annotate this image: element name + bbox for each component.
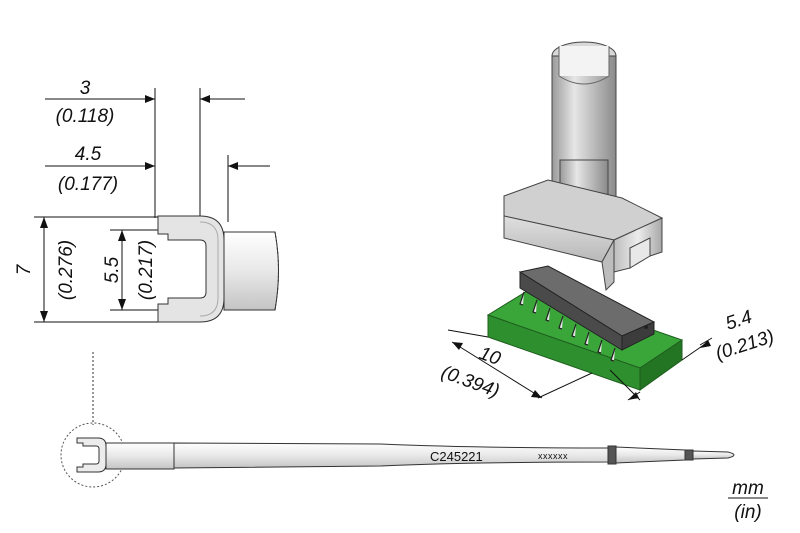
tip-profile xyxy=(157,215,279,323)
dimension-width-b: 4.5 (0.177) xyxy=(45,144,270,222)
height-outer-mm-label: 7 xyxy=(14,263,35,275)
height-inner-mm-label: 5.5 xyxy=(102,256,123,283)
width-a-in-label: (0.118) xyxy=(56,106,115,127)
height-inner-in-label: (0.217) xyxy=(136,240,157,300)
units-metric-label: mm xyxy=(732,478,764,499)
width-b-in-label: (0.177) xyxy=(58,174,118,195)
part-number-label: C245221 xyxy=(430,449,483,464)
dimension-height-outer: 7 (0.276) xyxy=(14,216,160,323)
units-legend: mm (in) xyxy=(728,478,768,523)
width-a-mm-label: 3 xyxy=(80,78,91,99)
chip-width-in-label: (0.213) xyxy=(713,326,777,365)
pcb-with-chip xyxy=(486,265,684,391)
dimension-height-inner: 5.5 (0.217) xyxy=(102,229,175,311)
serial-label: xxxxxx xyxy=(538,451,568,461)
cartridge-body: C245221 xxxxxx xyxy=(60,352,735,488)
chip-length-mm-label: 10 xyxy=(476,343,503,370)
chip-width-mm-label: 5.4 xyxy=(723,307,755,335)
dimension-width-a: 3 (0.118) xyxy=(45,78,245,218)
height-outer-in-label: (0.276) xyxy=(56,240,77,300)
tip-3d-illustration xyxy=(503,41,664,292)
units-imperial-label: (in) xyxy=(734,502,761,523)
chip-pins xyxy=(519,291,616,362)
width-b-mm-label: 4.5 xyxy=(75,144,102,165)
